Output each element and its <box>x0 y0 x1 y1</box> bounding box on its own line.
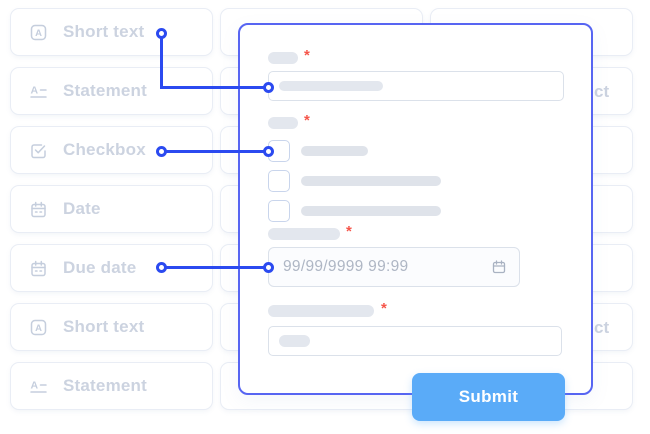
field-type-label: Checkbox <box>63 140 146 159</box>
connector-node <box>262 145 274 157</box>
required-asterisk: * <box>304 47 310 64</box>
connector-node <box>155 27 167 39</box>
bg-card-label-fragment: ct <box>594 318 610 337</box>
calendar-icon[interactable] <box>492 260 506 274</box>
svg-text:A: A <box>35 28 42 39</box>
field-type-label: Due date <box>63 258 137 277</box>
connector-node <box>262 261 274 273</box>
short-text-input[interactable] <box>268 71 564 101</box>
calendar-icon <box>31 260 46 276</box>
field-type-label: Date <box>63 199 101 218</box>
calendar-icon <box>31 201 46 217</box>
connector-line <box>160 85 268 89</box>
statement-icon: A <box>30 84 47 98</box>
field-label-placeholder <box>268 52 298 64</box>
checkbox-label-placeholder <box>301 176 441 186</box>
checkbox-option-2[interactable] <box>268 170 290 192</box>
connector-line <box>159 33 163 88</box>
connector-node <box>155 261 167 273</box>
submit-button[interactable]: Submit <box>412 373 565 421</box>
statement-icon: A <box>30 379 47 393</box>
form-preview-modal: * * * 99/99/9999 99:99 * <box>238 23 593 395</box>
required-asterisk: * <box>346 223 352 240</box>
field-type-label: Short text <box>63 317 145 336</box>
connector-line <box>161 265 268 269</box>
field-type-label: Statement <box>63 81 147 100</box>
connector-line <box>161 149 268 153</box>
svg-text:A: A <box>31 379 39 391</box>
field-type-card-date[interactable]: Date <box>10 185 213 233</box>
field-type-card-short-text[interactable]: A Short text <box>10 303 213 351</box>
field-label-placeholder <box>268 305 374 317</box>
checkbox-label-placeholder <box>301 206 441 216</box>
svg-text:A: A <box>35 323 42 334</box>
field-type-label: Short text <box>63 22 145 41</box>
connector-node <box>155 145 167 157</box>
field-label-placeholder <box>268 228 340 240</box>
required-asterisk: * <box>381 300 387 317</box>
svg-text:A: A <box>31 84 39 96</box>
required-asterisk: * <box>304 112 310 129</box>
bg-card-label-fragment: ct <box>594 82 610 101</box>
field-type-card-statement[interactable]: A Statement <box>10 362 213 410</box>
field-label-placeholder <box>268 117 298 129</box>
field-type-card-statement[interactable]: A Statement <box>10 67 213 115</box>
field-type-card-short-text[interactable]: A Short text <box>10 8 213 56</box>
field-type-label: Statement <box>63 376 147 395</box>
checkbox-icon <box>31 143 46 158</box>
date-placeholder-text: 99/99/9999 99:99 <box>283 258 409 275</box>
input-value-placeholder <box>279 335 310 347</box>
short-text-icon: A <box>30 24 47 40</box>
connector-node <box>262 81 274 93</box>
checkbox-label-placeholder <box>301 146 368 156</box>
due-date-input[interactable]: 99/99/9999 99:99 <box>268 247 520 287</box>
checkbox-option-3[interactable] <box>268 200 290 222</box>
short-text-input-2[interactable] <box>268 326 562 356</box>
short-text-icon: A <box>30 319 47 335</box>
input-value-placeholder <box>279 81 383 91</box>
